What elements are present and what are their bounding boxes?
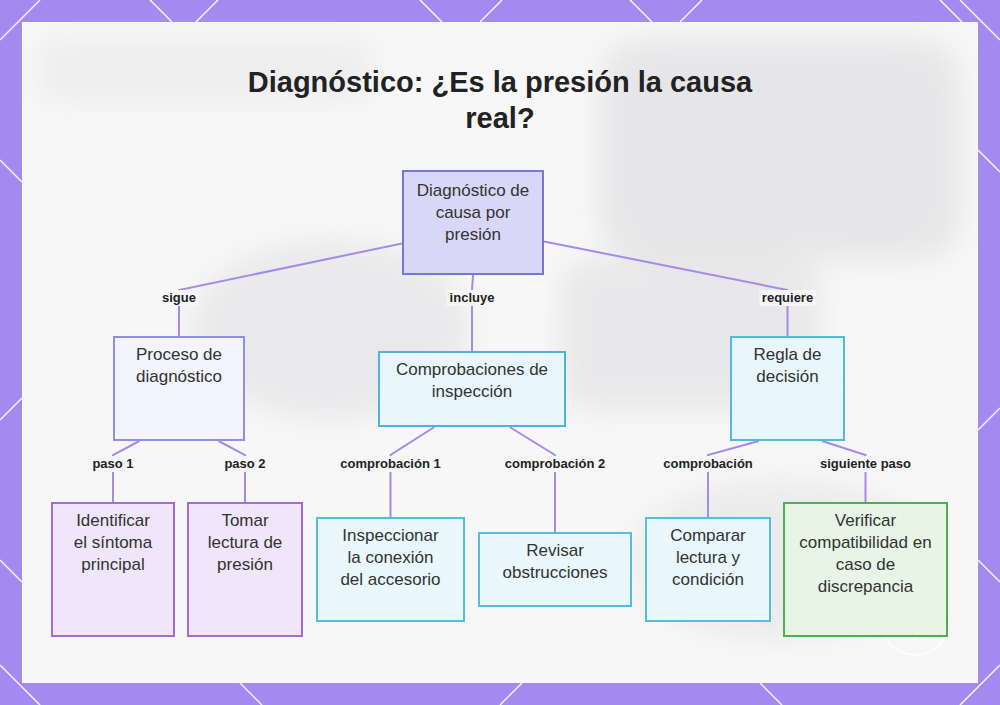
rule-box: Regla de decisión	[730, 336, 845, 441]
edge-label: comprobación	[660, 456, 756, 472]
edge-label: paso 2	[221, 456, 268, 472]
node-text: Verificar compatibilidad en caso de disc…	[797, 510, 934, 598]
edge-label: comprobación 1	[337, 456, 443, 472]
edge-label: paso 1	[89, 456, 136, 472]
card	[22, 22, 978, 683]
node-text: Inspeccionar la conexión del accesorio	[340, 525, 441, 591]
connector-line	[391, 427, 435, 517]
edge-label: comprobación 2	[502, 456, 608, 472]
edge-label: requiere	[759, 290, 816, 306]
node-text: Regla de decisión	[742, 344, 833, 388]
check-box: Comparar lectura y condición	[645, 517, 771, 622]
node-text: Identificar el síntoma principal	[69, 510, 157, 576]
connector-line	[544, 241, 788, 336]
connector-line	[179, 244, 402, 337]
step-box: Identificar el síntoma principal	[51, 502, 175, 637]
node-text: Revisar obstrucciones	[490, 540, 620, 584]
step-box: Tomar lectura de presión	[187, 502, 303, 637]
edge-label: siguiente paso	[817, 456, 914, 472]
edge-label: sigue	[159, 290, 199, 306]
diagram-title: Diagnóstico: ¿Es la presión la causa rea…	[220, 64, 780, 136]
node-text: Comparar lectura y condición	[661, 525, 755, 591]
connector-line	[708, 441, 759, 517]
node-text: Comprobaciones de inspección	[390, 359, 554, 403]
node-text: Tomar lectura de presión	[201, 510, 289, 576]
blurred-photo	[40, 40, 960, 640]
process-box: Proceso de diagnóstico	[113, 336, 245, 441]
category-box: Comprobaciones de inspección	[378, 351, 566, 427]
check-box: Revisar obstrucciones	[478, 532, 632, 607]
next-step-box: Verificar compatibilidad en caso de disc…	[783, 502, 948, 637]
root-box: Diagnóstico de causa por presión	[402, 170, 544, 275]
node-text: Proceso de diagnóstico	[125, 344, 233, 388]
connector-line	[472, 275, 473, 351]
connector-line	[510, 427, 555, 532]
check-box: Inspeccionar la conexión del accesorio	[316, 517, 465, 622]
edge-label: incluye	[447, 290, 498, 306]
node-text: Diagnóstico de causa por presión	[414, 180, 532, 246]
